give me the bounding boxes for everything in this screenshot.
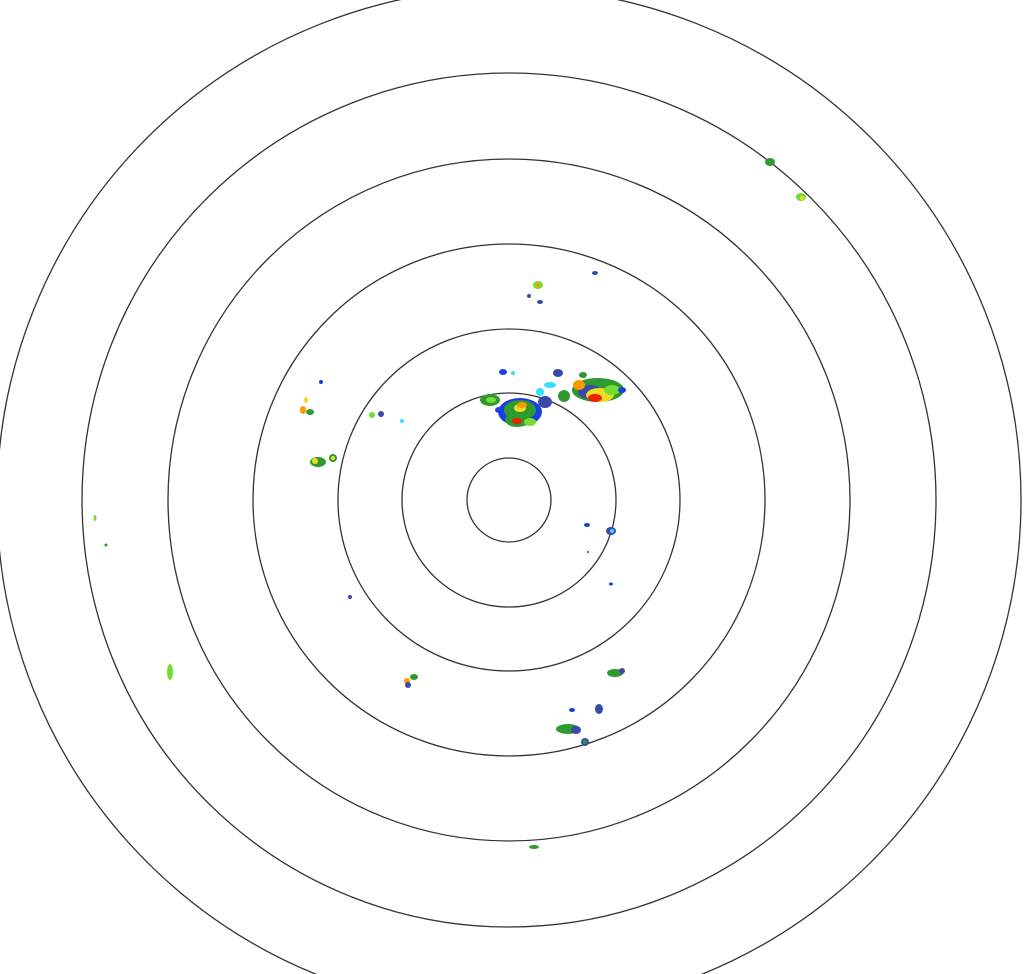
- echo-blue: [499, 369, 507, 375]
- echo-green: [579, 372, 587, 378]
- echo-dark-blue: [405, 682, 411, 688]
- echo-red: [588, 394, 602, 402]
- range-ring-3: [337, 328, 681, 672]
- range-ring-1: [466, 457, 552, 543]
- echo-orange: [300, 406, 306, 414]
- echo-light-green: [93, 515, 97, 521]
- range-ring-4: [252, 243, 766, 757]
- echo-green: [583, 740, 587, 744]
- echo-green: [410, 674, 418, 680]
- echo-dark-blue: [592, 271, 598, 275]
- echo-yellow: [800, 196, 804, 200]
- echo-light-blue: [610, 529, 614, 533]
- echo-blue: [609, 582, 613, 586]
- echo-light-green: [524, 418, 536, 426]
- echo-blue: [569, 708, 575, 712]
- echo-blue: [319, 380, 323, 384]
- range-ring-5: [167, 158, 851, 842]
- echo-green: [765, 158, 775, 166]
- echo-light-blue: [400, 419, 404, 423]
- echo-light-green: [167, 664, 173, 680]
- echo-orange: [573, 380, 585, 390]
- echo-light-green: [369, 412, 375, 418]
- echo-dark-blue: [527, 294, 531, 298]
- echo-dark-blue: [378, 411, 384, 417]
- echo-dark-blue: [595, 704, 603, 714]
- echo-dark-blue: [571, 726, 581, 734]
- echo-light-green: [486, 397, 496, 403]
- echo-light-blue: [536, 388, 544, 396]
- echo-dark-blue: [538, 396, 552, 408]
- echo-yellow: [304, 397, 308, 403]
- echo-orange: [517, 402, 527, 408]
- echo-green: [558, 390, 570, 402]
- range-ring-2: [401, 392, 617, 608]
- echo-green: [306, 409, 314, 415]
- echo-red: [512, 418, 522, 424]
- echo-blue: [587, 551, 589, 553]
- precipitation-echoes: [93, 158, 806, 849]
- echo-green: [104, 543, 108, 547]
- echo-green: [529, 845, 539, 849]
- echo-dark-blue: [348, 595, 352, 599]
- echo-blue: [618, 387, 626, 393]
- echo-light-blue: [544, 382, 556, 388]
- echo-light-green: [604, 385, 620, 395]
- range-ring-6: [81, 72, 937, 928]
- echo-orange: [536, 283, 540, 287]
- echo-dark-blue: [553, 369, 563, 377]
- echo-yellow: [331, 456, 335, 460]
- echo-dark-blue: [537, 300, 543, 304]
- echo-light-blue: [511, 371, 515, 375]
- echo-dark-blue: [619, 668, 625, 674]
- echo-blue: [584, 523, 590, 527]
- echo-yellow: [312, 458, 318, 464]
